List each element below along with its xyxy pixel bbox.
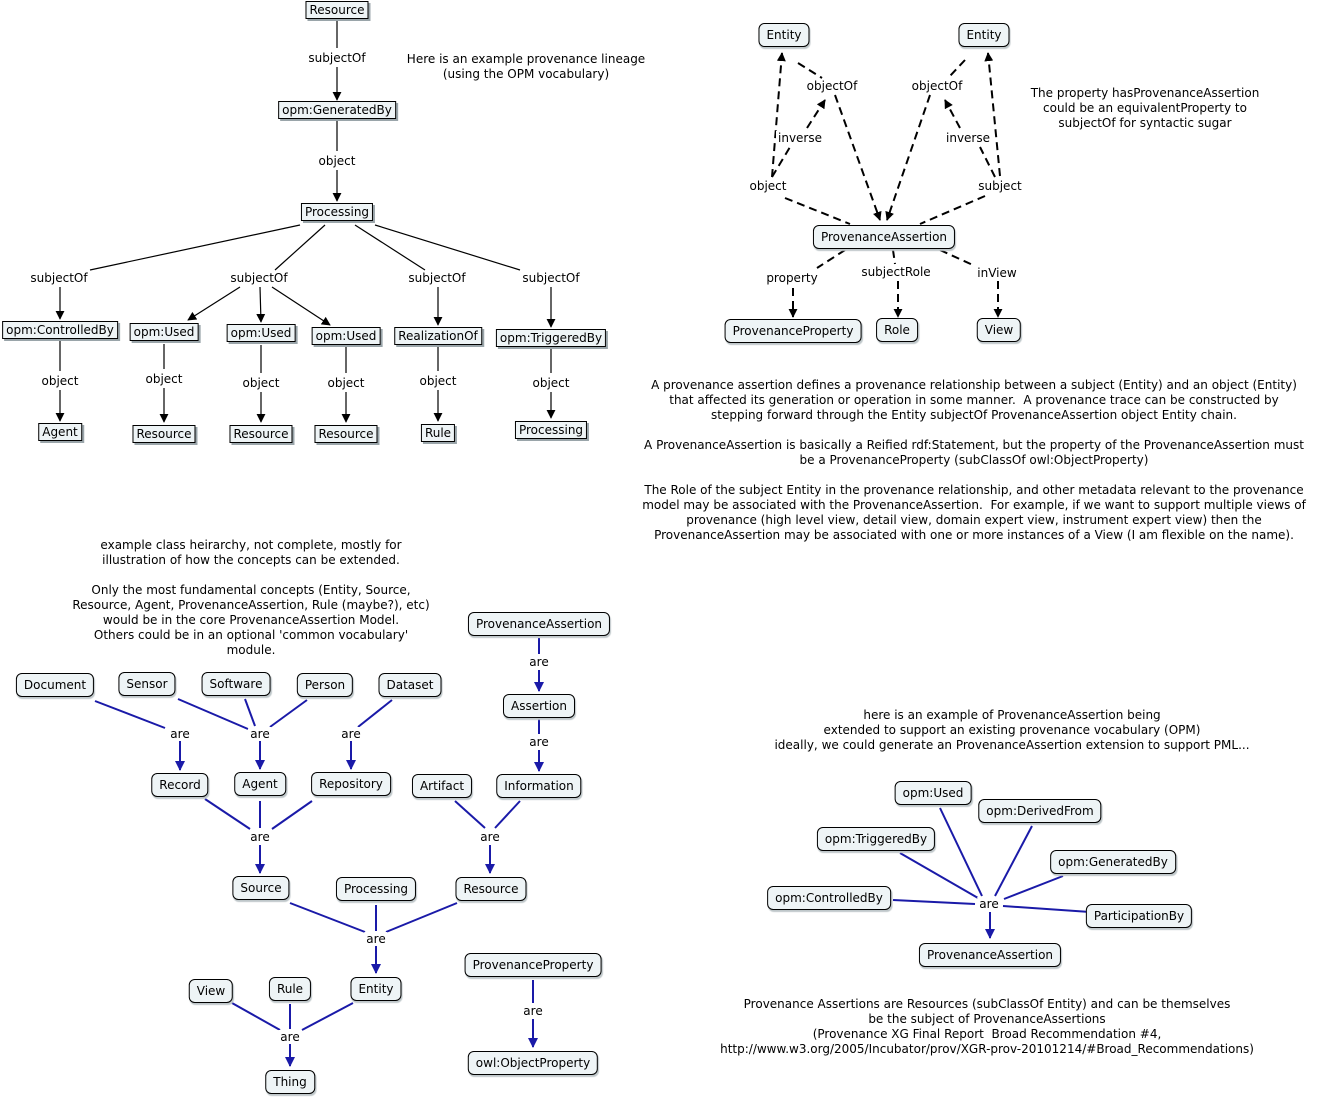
assertion-label-objectof-left: objectOf: [804, 79, 860, 93]
opm-node-participationby[interactable]: ParticipationBy: [1085, 904, 1193, 928]
assertion-label-inverse-right: inverse: [944, 131, 992, 145]
lineage-label-object: object: [316, 154, 358, 168]
hierarchy-label-are-9: are: [278, 1030, 302, 1044]
lineage-label-object-4: object: [325, 376, 367, 390]
hierarchy-node-information[interactable]: Information: [496, 774, 582, 798]
lineage-node-processing-2[interactable]: Processing: [514, 421, 588, 439]
hierarchy-label-are-5: are: [339, 727, 363, 741]
lineage-label-object-5: object: [417, 374, 459, 388]
opm-node-provenanceassertion[interactable]: ProvenanceAssertion: [918, 943, 1062, 967]
opm-node-generatedby[interactable]: opm:GeneratedBy: [1050, 850, 1176, 874]
hierarchy-node-dataset[interactable]: Dataset: [378, 673, 442, 697]
lineage-node-used-1[interactable]: opm:Used: [129, 323, 199, 341]
hierarchy-node-source[interactable]: Source: [232, 876, 290, 900]
assertion-label-objectof-right: objectOf: [909, 79, 965, 93]
note-lineage-intro: Here is an example provenance lineage (u…: [406, 52, 646, 81]
opm-extension-links: [892, 807, 1091, 939]
hierarchy-node-sensor[interactable]: Sensor: [118, 672, 176, 696]
hierarchy-label-are-1: are: [527, 655, 551, 669]
hierarchy-node-entity[interactable]: Entity: [350, 977, 402, 1001]
lineage-node-agent[interactable]: Agent: [38, 423, 82, 441]
note-class-hierarchy: example class heirarchy, not complete, m…: [72, 538, 430, 657]
assertion-node-entity-subject[interactable]: Entity: [958, 23, 1010, 47]
lineage-node-realizationof[interactable]: RealizationOf: [394, 327, 482, 345]
assertion-label-inview: inView: [975, 266, 1019, 280]
hierarchy-node-provenanceproperty[interactable]: ProvenanceProperty: [464, 953, 602, 977]
assertion-node-provenanceassertion[interactable]: ProvenanceAssertion: [812, 225, 956, 249]
lineage-label-subjectof-3: subjectOf: [406, 271, 468, 285]
lineage-label-object-1: object: [39, 374, 81, 388]
note-assertions-are-resources: Provenance Assertions are Resources (sub…: [720, 997, 1254, 1056]
hierarchy-node-rule[interactable]: Rule: [268, 977, 312, 1001]
lineage-node-resource-2[interactable]: Resource: [229, 425, 293, 443]
lineage-node-controlledby[interactable]: opm:ControlledBy: [2, 321, 118, 339]
hierarchy-node-repository[interactable]: Repository: [311, 772, 391, 796]
lineage-label-subjectof-2: subjectOf: [228, 271, 290, 285]
opm-label-are: are: [977, 897, 1001, 911]
lineage-label-object-6: object: [530, 376, 572, 390]
assertion-label-inverse-left: inverse: [776, 131, 824, 145]
lineage-node-resource-1[interactable]: Resource: [132, 425, 196, 443]
opm-node-controlledby[interactable]: opm:ControlledBy: [767, 886, 891, 910]
hierarchy-label-are-8: are: [364, 932, 388, 946]
lineage-label-subjectof-4: subjectOf: [520, 271, 582, 285]
lineage-label-object-2: object: [143, 372, 185, 386]
assertion-label-property: property: [764, 271, 820, 285]
assertion-label-subject: subject: [976, 179, 1024, 193]
lineage-node-resource-3[interactable]: Resource: [314, 425, 378, 443]
lineage-node-triggeredby[interactable]: opm:TriggeredBy: [495, 329, 607, 347]
note-hasprovenanceassertion: The property hasProvenanceAssertion coul…: [1030, 86, 1260, 130]
assertion-label-subjectrole: subjectRole: [859, 265, 933, 279]
opm-node-used[interactable]: opm:Used: [894, 781, 972, 805]
note-opm-extension: here is an example of ProvenanceAssertio…: [774, 708, 1250, 752]
hierarchy-links: [94, 638, 544, 1067]
hierarchy-node-person[interactable]: Person: [296, 673, 354, 697]
assertion-node-entity-object[interactable]: Entity: [758, 23, 810, 47]
assertion-links: [771, 52, 1003, 318]
hierarchy-node-agent[interactable]: Agent: [234, 772, 286, 796]
lineage-label-object-3: object: [240, 376, 282, 390]
lineage-label-subjectof-1: subjectOf: [28, 271, 90, 285]
hierarchy-node-document[interactable]: Document: [15, 673, 95, 697]
opm-node-triggeredby[interactable]: opm:TriggeredBy: [816, 827, 936, 851]
hierarchy-node-software[interactable]: Software: [201, 672, 271, 696]
hierarchy-label-are-6: are: [248, 830, 272, 844]
lineage-node-used-2[interactable]: opm:Used: [226, 324, 296, 342]
hierarchy-node-provenanceassertion[interactable]: ProvenanceAssertion: [467, 612, 611, 636]
hierarchy-label-are-2: are: [527, 735, 551, 749]
opm-node-derivedfrom[interactable]: opm:DerivedFrom: [978, 799, 1102, 823]
hierarchy-node-view[interactable]: View: [188, 979, 234, 1003]
hierarchy-label-are-7: are: [478, 830, 502, 844]
lineage-node-generatedby[interactable]: opm:GeneratedBy: [278, 101, 396, 119]
lineage-label-subjectof: subjectOf: [306, 51, 368, 65]
hierarchy-node-thing[interactable]: Thing: [265, 1070, 315, 1094]
note-assertion-description: A provenance assertion defines a provena…: [642, 378, 1306, 542]
hierarchy-label-are-4: are: [248, 727, 272, 741]
hierarchy-node-record[interactable]: Record: [151, 773, 209, 797]
assertion-node-role[interactable]: Role: [876, 318, 918, 342]
lineage-links: [55, 19, 556, 423]
hierarchy-node-processing[interactable]: Processing: [335, 877, 417, 901]
lineage-node-used-3[interactable]: opm:Used: [311, 327, 381, 345]
hierarchy-label-are-10: are: [521, 1004, 545, 1018]
assertion-node-provenanceproperty[interactable]: ProvenanceProperty: [724, 319, 862, 343]
lineage-node-resource[interactable]: Resource: [305, 1, 369, 19]
hierarchy-node-resource[interactable]: Resource: [455, 877, 527, 901]
hierarchy-node-assertion[interactable]: Assertion: [502, 694, 576, 718]
lineage-node-rule[interactable]: Rule: [420, 424, 456, 442]
hierarchy-node-artifact[interactable]: Artifact: [411, 774, 473, 798]
lineage-node-processing[interactable]: Processing: [300, 203, 374, 221]
hierarchy-label-are-3: are: [168, 727, 192, 741]
hierarchy-node-owl-objectproperty[interactable]: owl:ObjectProperty: [467, 1051, 599, 1075]
assertion-node-view[interactable]: View: [976, 318, 1022, 342]
assertion-label-object: object: [747, 179, 789, 193]
